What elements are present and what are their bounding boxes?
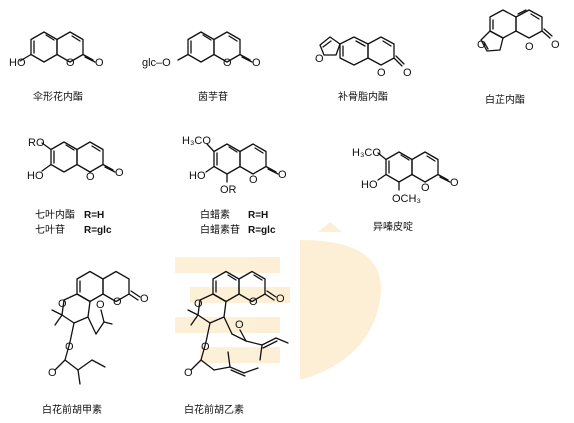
carbonyl-oxygen-label: O (235, 319, 244, 331)
compound-esculetin: RO HO O O 七叶内酯 R=H 七叶苷 R=glc (27, 137, 124, 236)
compound-fraxetin: H₃CO HO OR O O 白蜡素 R=H 白蜡素苷 R=glc (182, 135, 287, 236)
compound-name: 伞形花内酯 (33, 90, 83, 103)
compound-praeruptorin-a: O O O O O O 白花前胡甲素 (42, 270, 149, 416)
ring-oxygen-label: O (113, 296, 122, 308)
fraxin-r-value: R=glc (248, 225, 276, 236)
methoxy-label: H₃CO (352, 147, 381, 159)
carbonyl-oxygen-label: O (115, 167, 124, 179)
carbonyl-oxygen-label: O (551, 39, 560, 51)
carbonyl-oxygen-label: O (48, 367, 57, 379)
carbonyl-oxygen-label: O (278, 169, 287, 181)
ring-oxygen-label: O (421, 182, 430, 194)
ring-oxygen-label: O (223, 57, 232, 69)
carbonyl-oxygen-label: O (95, 57, 104, 69)
carbonyl-oxygen-label: O (252, 57, 261, 69)
esculetin-name: 七叶内酯 (35, 208, 75, 221)
compound-angelicin: O O O 白芷内酯 (477, 9, 560, 106)
compound-skimmin: glc–O O O 茵芋苷 (142, 31, 261, 103)
methoxy-label: H₃CO (182, 135, 211, 147)
compound-name: 白芷内酯 (485, 93, 525, 106)
compound-praeruptorin-b: O O O O O O 白花前胡乙素 (184, 270, 289, 416)
hydroxy-label: HO (27, 170, 44, 182)
methoxy-label: OCH₃ (392, 193, 421, 205)
compound-isofraxidin: H₃CO HO OCH₃ O O 异嗪皮啶 (352, 147, 459, 233)
compound-umbelliferone: HO O O 伞形花内酯 (9, 31, 104, 103)
ring-oxygen-label: O (377, 67, 386, 79)
alkoxy-r-label: OR (220, 184, 237, 196)
compound-psoralen: O O O 补骨脂内酯 (315, 36, 412, 103)
esculetin-r-value: R=H (84, 210, 104, 221)
ring-oxygen-label: O (66, 57, 75, 69)
carbonyl-oxygen-label: O (450, 177, 459, 189)
ring-oxygen-label: O (86, 171, 95, 183)
ring-oxygen-label: O (525, 41, 534, 53)
hydroxy-label: HO (361, 179, 378, 191)
acyl-oxygen-label: O (96, 299, 105, 311)
alkoxy-r-label: RO (28, 137, 45, 149)
ring-oxygen-label: O (249, 174, 258, 186)
ester-oxygen-label: O (65, 341, 74, 353)
esculin-r-value: R=glc (84, 225, 112, 236)
carbonyl-oxygen-label: O (184, 367, 193, 379)
hydroxy-label: HO (189, 170, 206, 182)
pyran-oxygen-label: O (194, 298, 203, 310)
glucoside-label: glc–O (142, 57, 171, 69)
compound-name: 茵芋苷 (198, 90, 228, 103)
hydroxy-label: HO (9, 57, 26, 69)
carbonyl-oxygen-label: O (276, 293, 285, 305)
furan-oxygen-label: O (315, 53, 324, 65)
ester-oxygen-label: O (201, 341, 210, 353)
carbonyl-oxygen-label: O (403, 67, 412, 79)
carbonyl-oxygen-label: O (140, 293, 149, 305)
ring-oxygen-label: O (249, 296, 258, 308)
fraxin-name: 白蜡素苷 (200, 223, 240, 236)
pyran-oxygen-label: O (58, 298, 67, 310)
fraxetin-r-value: R=H (248, 210, 268, 221)
compound-name: 异嗪皮啶 (373, 220, 413, 233)
fraxetin-name: 白蜡素 (200, 208, 230, 221)
compound-name: 白花前胡乙素 (184, 403, 244, 416)
esculin-name: 七叶苷 (35, 223, 65, 236)
compound-name: 补骨脂内酯 (338, 90, 388, 103)
compound-name: 白花前胡甲素 (42, 403, 102, 416)
furan-oxygen-label: O (477, 39, 486, 51)
